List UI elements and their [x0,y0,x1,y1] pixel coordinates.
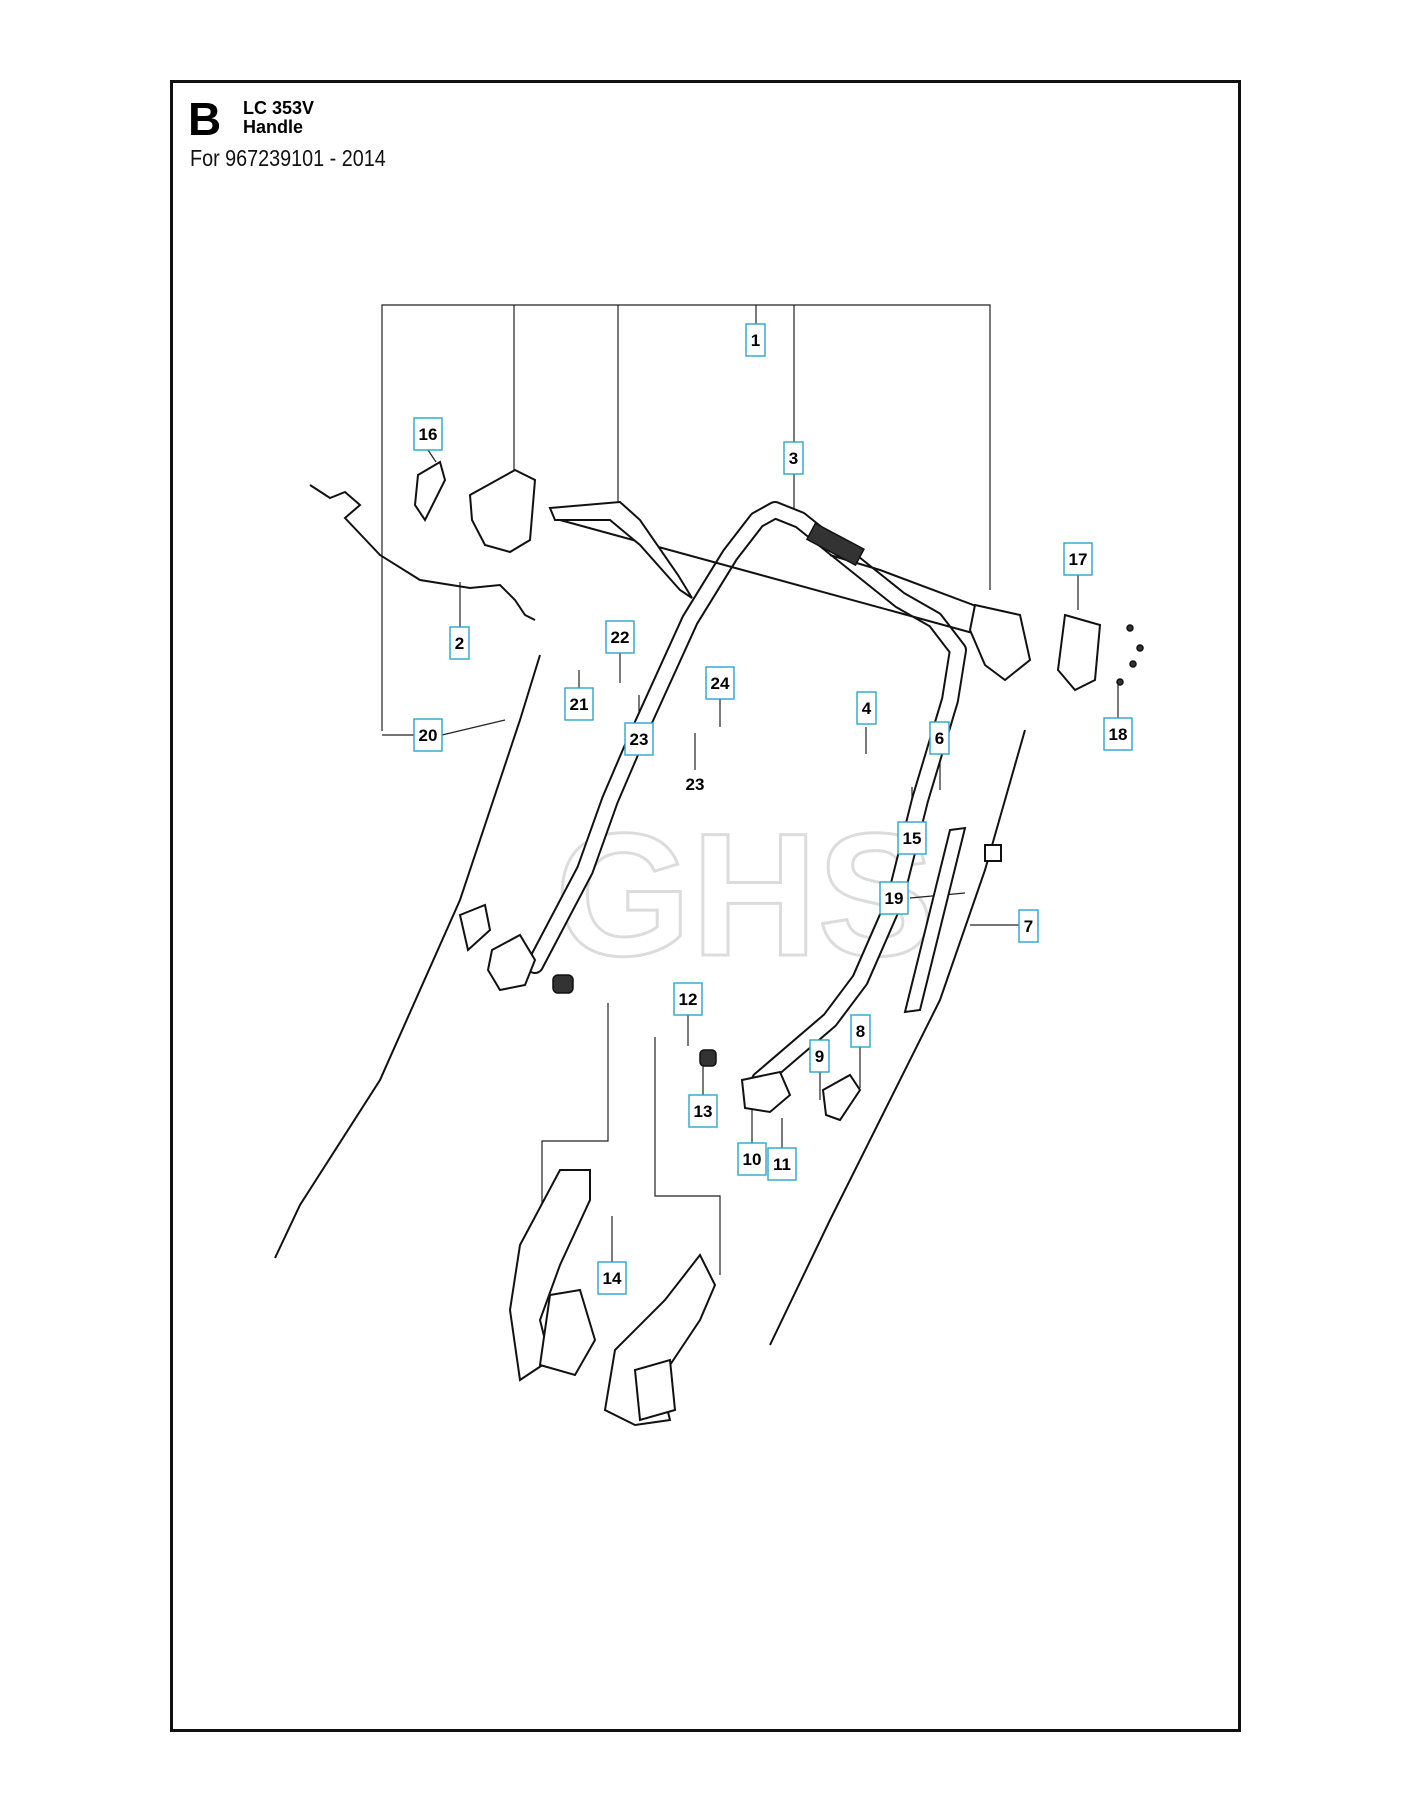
drawing-frame [170,80,1241,1732]
model-name: LC 353V [243,98,315,118]
svg-text:11: 11 [773,1155,791,1174]
callout-6[interactable]: 6 [929,721,950,755]
svg-text:18: 18 [1109,725,1128,744]
svg-text:6: 6 [935,729,944,748]
svg-text:17: 17 [1069,550,1088,569]
callout-17[interactable]: 17 [1063,542,1093,576]
callout-19[interactable]: 19 [879,881,909,915]
svg-text:14: 14 [603,1269,622,1288]
callout-11[interactable]: 11 [767,1147,797,1181]
svg-text:1: 1 [751,331,760,350]
callout-16[interactable]: 16 [413,417,443,451]
callout-12[interactable]: 12 [673,982,703,1016]
svg-text:10: 10 [743,1150,762,1169]
bail-wire-part [309,484,536,621]
callout-8[interactable]: 8 [850,1014,871,1048]
callout-23[interactable]: 23 [624,722,654,756]
svg-text:21: 21 [570,695,589,714]
applies-to: For 967239101 - 2014 [190,145,386,171]
height-adjust-right-part [699,1049,862,1122]
switch-box-part [968,603,1144,692]
callout-13[interactable]: 13 [688,1094,718,1128]
main-handle-part [526,501,1001,1089]
watermark: GHS [555,798,934,993]
svg-text:12: 12 [679,990,698,1009]
callout-21[interactable]: 21 [564,687,594,721]
callout-20[interactable]: 20 [413,718,443,752]
callout-18[interactable]: 18 [1103,717,1133,751]
svg-text:2: 2 [455,634,464,653]
assembly-name: Handle [243,117,304,137]
label-23-plain: 23 [686,775,705,794]
height-adjust-left-part [458,903,574,994]
control-housing-part [413,460,537,554]
cables-part [274,654,1026,1346]
callout-9[interactable]: 9 [809,1039,830,1073]
svg-text:16: 16 [419,425,438,444]
callout-4[interactable]: 4 [856,691,877,725]
svg-text:22: 22 [611,628,630,647]
cable-guide-part [903,826,967,1014]
lower-bracket-left-part [508,1169,597,1382]
svg-text:3: 3 [789,449,798,468]
section-letter: B [188,93,222,145]
svg-text:8: 8 [856,1022,865,1041]
callout-3[interactable]: 3 [783,441,804,475]
throttle-lever-part [548,500,693,599]
callout-1[interactable]: 1 [745,323,766,357]
callout-7[interactable]: 7 [1018,909,1039,943]
callout-22[interactable]: 22 [605,620,635,654]
svg-text:24: 24 [711,674,730,693]
svg-text:23: 23 [630,730,649,749]
svg-text:7: 7 [1024,917,1033,936]
callout-15[interactable]: 15 [897,821,927,855]
callout-2[interactable]: 2 [449,626,470,660]
callout-24[interactable]: 24 [705,666,735,700]
svg-text:4: 4 [862,699,872,718]
callout-14[interactable]: 14 [597,1261,627,1295]
svg-text:9: 9 [815,1047,824,1066]
svg-text:19: 19 [885,889,904,908]
lower-bracket-right-part [603,1253,717,1427]
callout-10[interactable]: 10 [737,1142,767,1176]
svg-text:13: 13 [694,1102,713,1121]
svg-text:15: 15 [903,829,922,848]
svg-text:20: 20 [419,726,438,745]
